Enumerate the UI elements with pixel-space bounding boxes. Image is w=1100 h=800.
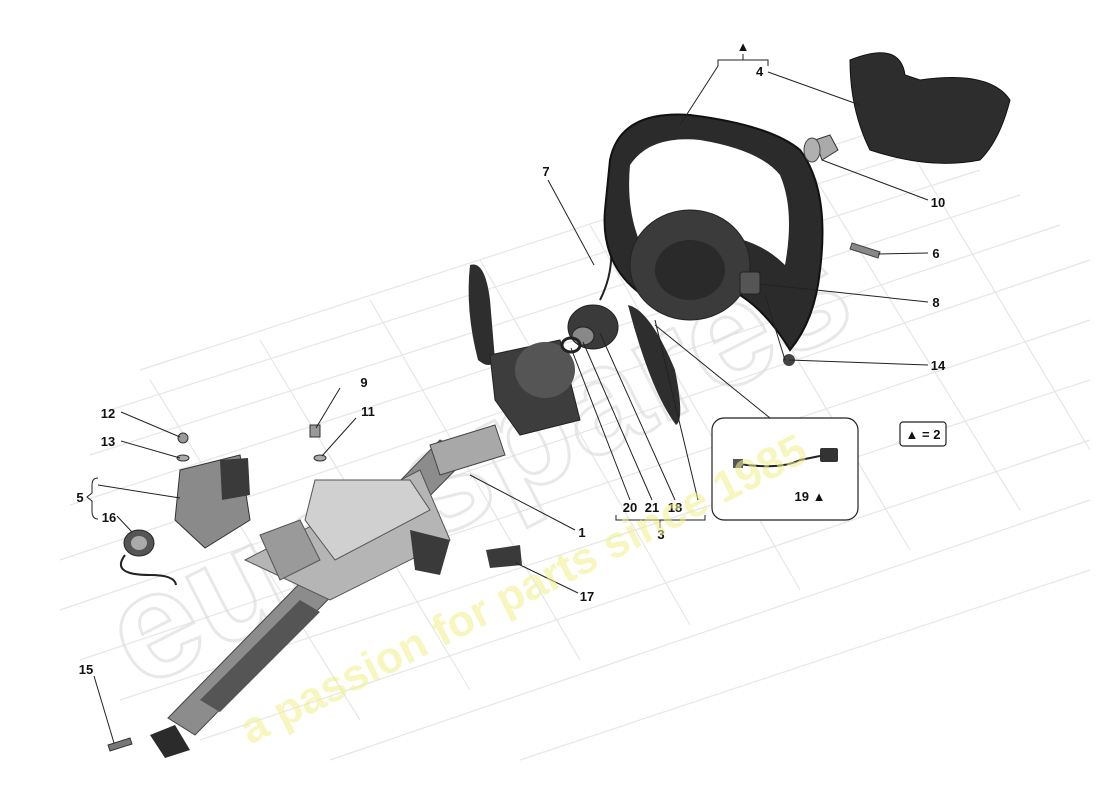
bolt-and-washer — [309, 424, 327, 462]
bolt-15 — [107, 737, 133, 752]
callout-14: 14 — [931, 358, 946, 373]
bolt-10 — [803, 134, 839, 163]
legend-text: ▲ = 2 — [906, 427, 941, 442]
callout-8: 8 — [932, 295, 939, 310]
airbag-cover — [849, 52, 1011, 164]
clock-spring-rotary-connector — [560, 239, 619, 354]
callout-9: 9 — [360, 375, 367, 390]
callout-labels: ▲ 4 7 10 6 8 14 9 11 12 13 5 16 1 17 15 … — [76, 39, 946, 677]
callout-13: 13 — [101, 434, 115, 449]
callout-11: 11 — [361, 404, 375, 419]
steering-column — [150, 424, 506, 758]
legend-box — [899, 421, 947, 447]
left-paddle-and-switch-module — [468, 264, 581, 436]
callout-21: 21 — [645, 500, 659, 515]
callout-18: 18 — [668, 500, 682, 515]
callout-15: 15 — [79, 662, 93, 677]
harness-detail-box — [711, 417, 859, 521]
callout-6: 6 — [932, 246, 939, 261]
callout-5: 5 — [76, 490, 83, 505]
steering-wheel — [603, 113, 824, 366]
callout-1: 1 — [578, 525, 585, 540]
leader-lines — [86, 54, 929, 744]
callout-17: 17 — [580, 589, 594, 604]
top-marker: ▲ — [737, 39, 750, 54]
callout-3: 3 — [657, 527, 664, 542]
callout-10: 10 — [931, 195, 945, 210]
callout-7: 7 — [542, 164, 549, 179]
ignition-lock-assembly — [174, 432, 251, 549]
bracket-17 — [486, 545, 522, 568]
callout-20: 20 — [623, 500, 637, 515]
callout-12: 12 — [101, 406, 115, 421]
right-paddle — [628, 305, 681, 425]
pin-6 — [849, 242, 881, 259]
ring-antenna-with-cable — [119, 529, 177, 586]
callout-19: 19 ▲ — [795, 489, 826, 504]
callout-16: 16 — [102, 510, 116, 525]
callout-4: 4 — [756, 64, 764, 79]
